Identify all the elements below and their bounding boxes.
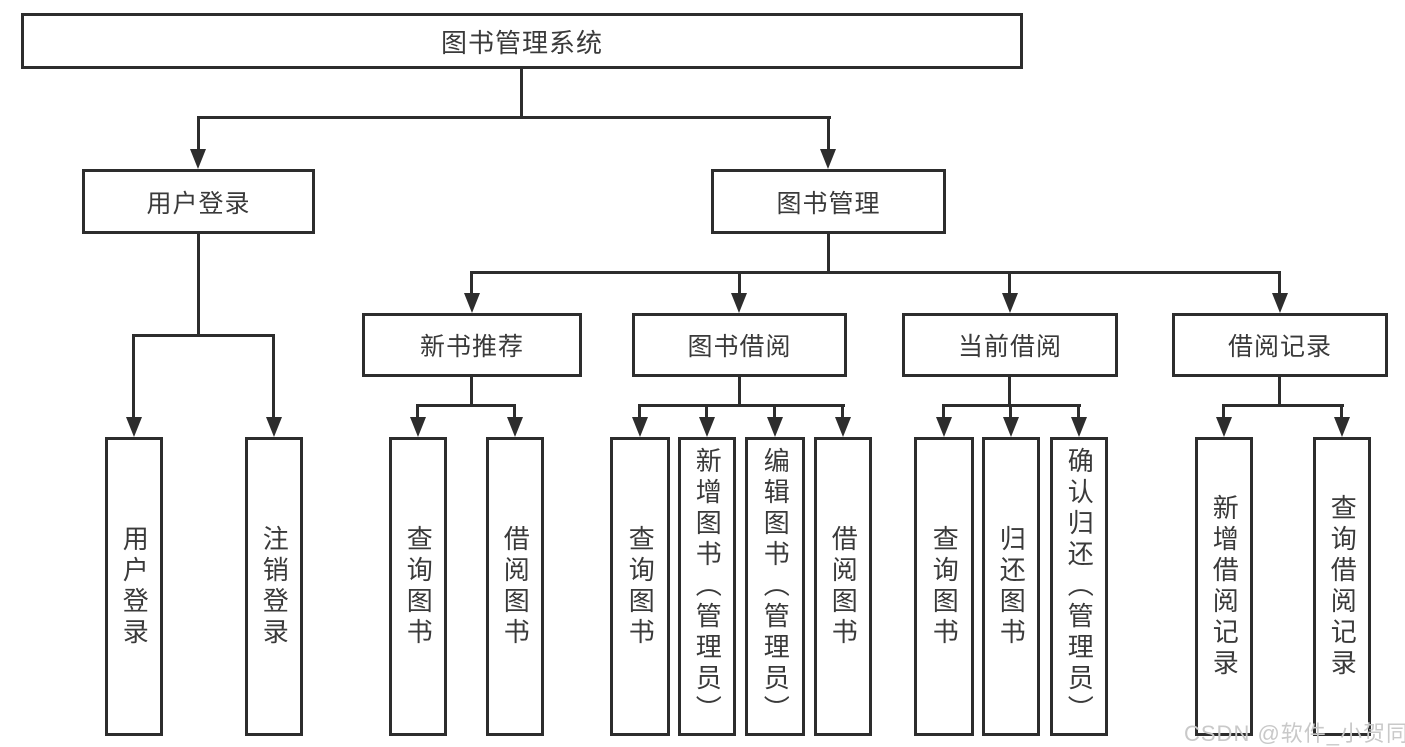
arrowhead-to-leaf-logout: [266, 417, 282, 437]
node-user-login: 用户登录: [82, 169, 315, 234]
leaf-add-book-admin: 新增图书（管理员）: [678, 437, 736, 736]
arrowhead-to-leaf-add-book: [699, 417, 715, 437]
arrowhead-to-new-book: [464, 293, 480, 313]
leaf-user-login-label: 用户登录: [119, 524, 150, 649]
arrowhead-to-leaf-query-record: [1334, 417, 1350, 437]
leaf-user-login: 用户登录: [105, 437, 163, 736]
arrowhead-to-borrow-records: [1272, 293, 1288, 313]
leaf-borrow-books-1: 借阅图书: [486, 437, 544, 736]
connector-to-leaf-borrow-books-2: [841, 404, 844, 419]
arrowhead-to-leaf-query-books-3: [936, 417, 952, 437]
node-book-management: 图书管理: [711, 169, 946, 234]
leaf-logout-label: 注销登录: [259, 524, 290, 649]
node-user-login-label: 用户登录: [146, 189, 251, 218]
connector-book-management-rail: [470, 271, 1281, 274]
node-root: 图书管理系统: [21, 13, 1023, 69]
arrowhead-to-leaf-user-login: [126, 417, 142, 437]
leaf-add-borrow-record: 新增借阅记录: [1195, 437, 1253, 736]
connector-to-leaf-query-books-3: [942, 404, 945, 419]
connector-root-rail: [197, 116, 831, 119]
leaf-borrow-books-1-label: 借阅图书: [500, 524, 531, 649]
csdn-watermark: CSDN @软件_小贺同学: [1184, 721, 1405, 746]
connector-to-book-borrow: [738, 271, 741, 295]
connector-borrow-records-stem: [1278, 377, 1281, 407]
connector-to-book-management: [827, 116, 830, 151]
connector-book-borrow-stem: [738, 377, 741, 407]
arrowhead-to-leaf-edit-book: [767, 417, 783, 437]
connector-new-book-stem: [470, 377, 473, 407]
node-borrow-records-label: 借阅记录: [1227, 333, 1332, 361]
arrowhead-to-leaf-borrow-books-1: [507, 417, 523, 437]
leaf-query-borrow-record-label: 查询借阅记录: [1327, 493, 1358, 680]
connector-to-user-login: [197, 116, 200, 151]
leaf-borrow-books-2-label: 借阅图书: [828, 524, 859, 649]
connector-to-leaf-query-books-2: [638, 404, 641, 419]
connector-to-leaf-return-book: [1009, 404, 1012, 419]
node-new-book-recommend: 新书推荐: [362, 313, 582, 377]
leaf-query-borrow-record: 查询借阅记录: [1313, 437, 1371, 736]
connector-to-leaf-add-book: [705, 404, 708, 419]
connector-root-stem: [520, 68, 523, 117]
connector-user-login-stem: [197, 234, 200, 337]
node-borrow-records: 借阅记录: [1172, 313, 1388, 377]
node-book-management-label: 图书管理: [776, 189, 881, 218]
leaf-query-books-1-label: 查询图书: [403, 524, 434, 649]
connector-to-leaf-query-books-1: [416, 404, 419, 419]
connector-borrow-records-rail: [1222, 404, 1344, 407]
leaf-logout: 注销登录: [245, 437, 303, 736]
node-root-label: 图书管理系统: [440, 27, 603, 58]
connector-to-leaf-add-record: [1222, 404, 1225, 419]
leaf-query-books-1: 查询图书: [389, 437, 447, 736]
node-new-book-recommend-label: 新书推荐: [419, 333, 524, 361]
leaf-return-book: 归还图书: [982, 437, 1040, 736]
node-current-borrow: 当前借阅: [902, 313, 1118, 377]
connector-to-leaf-logout: [272, 334, 275, 419]
leaf-query-books-2-label: 查询图书: [625, 524, 656, 649]
leaf-query-books-3-label: 查询图书: [929, 524, 960, 649]
leaf-query-books-2: 查询图书: [610, 437, 670, 736]
connector-to-leaf-user-login: [132, 334, 135, 419]
connector-to-leaf-edit-book: [773, 404, 776, 419]
connector-book-borrow-rail: [638, 404, 845, 407]
connector-to-borrow-records: [1278, 271, 1281, 295]
arrowhead-to-user-login: [190, 149, 206, 169]
leaf-return-book-label: 归还图书: [996, 524, 1027, 649]
arrowhead-to-leaf-add-record: [1216, 417, 1232, 437]
leaf-borrow-books-2: 借阅图书: [814, 437, 872, 736]
leaf-query-books-3: 查询图书: [914, 437, 974, 736]
node-book-borrow: 图书借阅: [632, 313, 847, 377]
connector-to-new-book: [470, 271, 473, 295]
node-book-borrow-label: 图书借阅: [687, 333, 792, 361]
arrowhead-to-leaf-query-books-1: [410, 417, 426, 437]
leaf-confirm-return-admin: 确认归还（管理员）: [1050, 437, 1108, 736]
arrowhead-to-leaf-confirm-return: [1071, 417, 1087, 437]
connector-to-leaf-query-record: [1340, 404, 1343, 419]
arrowhead-to-leaf-borrow-books-2: [835, 417, 851, 437]
arrowhead-to-current-borrow: [1002, 293, 1018, 313]
node-current-borrow-label: 当前借阅: [957, 333, 1062, 361]
connector-book-management-stem: [827, 234, 830, 274]
leaf-add-borrow-record-label: 新增借阅记录: [1209, 493, 1240, 680]
connector-to-current-borrow: [1008, 271, 1011, 295]
leaf-confirm-return-admin-label: 确认归还（管理员）: [1064, 447, 1095, 726]
connector-current-borrow-stem: [1008, 377, 1011, 407]
arrowhead-to-book-borrow: [731, 293, 747, 313]
leaf-add-book-admin-label: 新增图书（管理员）: [692, 447, 723, 726]
connector-new-book-rail: [416, 404, 516, 407]
connector-to-leaf-borrow-books-1: [513, 404, 516, 419]
connector-to-leaf-confirm-return: [1077, 404, 1080, 419]
connector-user-login-rail: [132, 334, 275, 337]
arrowhead-to-leaf-query-books-2: [632, 417, 648, 437]
arrowhead-to-book-management: [820, 149, 836, 169]
arrowhead-to-leaf-return-book: [1003, 417, 1019, 437]
leaf-edit-book-admin: 编辑图书（管理员）: [745, 437, 805, 736]
leaf-edit-book-admin-label: 编辑图书（管理员）: [760, 447, 791, 726]
